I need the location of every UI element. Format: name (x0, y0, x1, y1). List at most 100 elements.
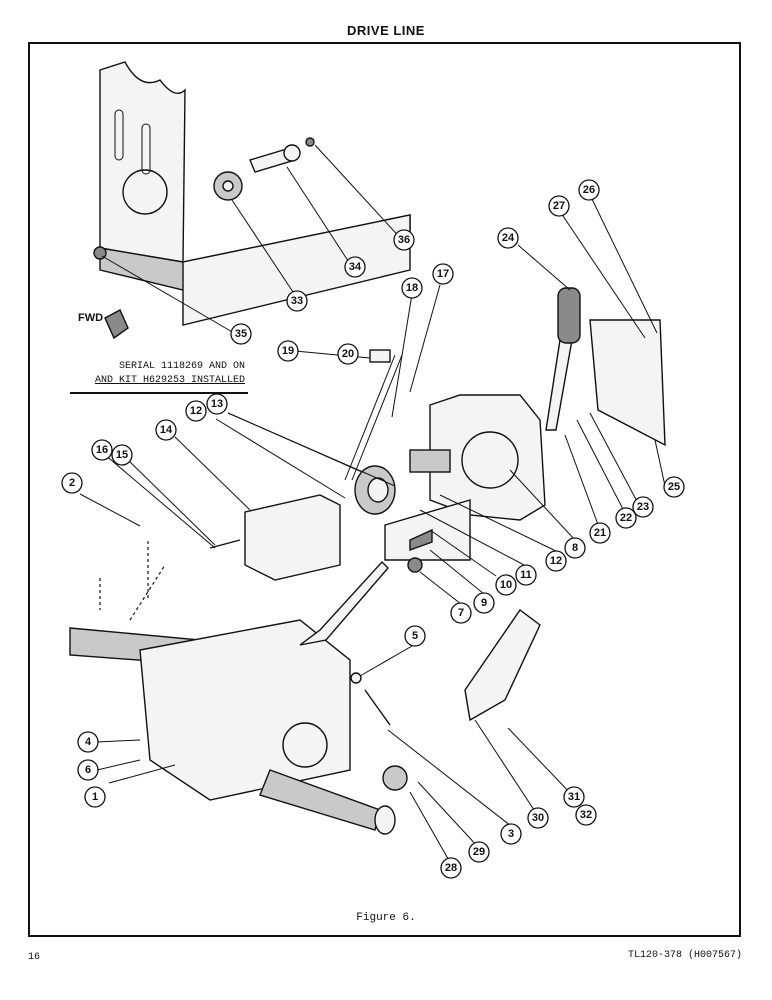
callout-34: 34 (344, 256, 366, 278)
svg-text:2: 2 (69, 477, 75, 489)
serial-note-line-1: SERIAL 1118269 AND ON (118, 361, 245, 372)
mounting-plate-illustration (93, 61, 411, 326)
svg-text:33: 33 (291, 295, 303, 307)
callout-21: 21 (589, 522, 611, 544)
document-reference: TL120-378 (H007567) (627, 950, 742, 961)
callout-15: 15 (111, 444, 133, 466)
callout-22: 22 (615, 507, 637, 529)
callout-29: 29 (468, 841, 490, 863)
callout-14: 14 (155, 419, 177, 441)
svg-text:24: 24 (502, 232, 515, 244)
callout-33: 33 (286, 290, 308, 312)
callout-30: 30 (527, 807, 549, 829)
svg-text:8: 8 (572, 542, 578, 554)
callout-28: 28 (440, 857, 462, 879)
fwd-label: FWD (78, 312, 104, 324)
svg-text:22: 22 (620, 512, 632, 524)
svg-text:9: 9 (481, 597, 487, 609)
leader-lines (79, 144, 666, 865)
callout-26: 26 (578, 179, 600, 201)
svg-text:6: 6 (85, 764, 91, 776)
figure-frame (28, 42, 741, 937)
callout-25: 25 (663, 476, 685, 498)
svg-text:7: 7 (458, 607, 464, 619)
transaxle-illustration (69, 557, 423, 835)
svg-text:18: 18 (406, 282, 418, 294)
callout-20: 20 (337, 343, 359, 365)
svg-text:19: 19 (282, 345, 294, 357)
callout-17: 17 (432, 263, 454, 285)
svg-text:12: 12 (550, 555, 562, 567)
svg-text:17: 17 (437, 268, 449, 280)
svg-text:30: 30 (532, 812, 544, 824)
drive-chain-illustration (344, 349, 403, 481)
washer-illustration (350, 672, 362, 684)
svg-text:1: 1 (92, 791, 98, 803)
svg-text:3: 3 (508, 828, 514, 840)
svg-text:23: 23 (637, 501, 649, 513)
svg-text:27: 27 (553, 200, 565, 212)
callout-31: 31 (563, 786, 585, 808)
serial-note-rule (70, 392, 248, 394)
callout-2: 2 (61, 472, 83, 494)
callout-27: 27 (548, 195, 570, 217)
fender-plate-illustration (464, 609, 541, 722)
figure-caption: Figure 6. (356, 912, 416, 924)
callout-23: 23 (632, 496, 654, 518)
callout-8: 8 (564, 537, 586, 559)
shift-lever-illustration (545, 287, 581, 431)
lower-sprocket-illustration (382, 765, 408, 791)
callout-9: 9 (473, 592, 495, 614)
callout-12: 12 (545, 550, 567, 572)
callout-18: 18 (401, 277, 423, 299)
callout-12: 12 (185, 400, 207, 422)
svg-text:29: 29 (473, 846, 485, 858)
callout-19: 19 (277, 340, 299, 362)
callout-36: 36 (393, 229, 415, 251)
svg-text:32: 32 (580, 809, 592, 821)
callout-4: 4 (77, 731, 99, 753)
svg-text:21: 21 (594, 527, 606, 539)
callout-35: 35 (230, 323, 252, 345)
svg-text:20: 20 (342, 348, 354, 360)
fwd-arrow-icon (104, 309, 129, 340)
callout-10: 10 (495, 574, 517, 596)
svg-text:13: 13 (211, 398, 223, 410)
svg-text:10: 10 (500, 579, 512, 591)
bolt-15-illustration (209, 539, 241, 549)
svg-text:14: 14 (160, 424, 173, 436)
callout-5: 5 (404, 625, 426, 647)
svg-text:15: 15 (116, 449, 128, 461)
svg-text:5: 5 (412, 630, 418, 642)
bolt-illustration (364, 689, 391, 726)
callout-7: 7 (450, 602, 472, 624)
callout-16: 16 (91, 439, 113, 461)
callout-1: 1 (84, 786, 106, 808)
serial-note: SERIAL 1118269 AND ON AND KIT H629253 IN… (70, 360, 245, 388)
page-number: 16 (28, 952, 41, 963)
linkage-dashed-lines (99, 540, 166, 621)
callout-24: 24 (497, 227, 519, 249)
upper-sprocket-illustration (213, 137, 315, 201)
shield-cover-illustration (589, 319, 666, 447)
callout-13: 13 (206, 393, 228, 415)
svg-text:11: 11 (520, 569, 532, 581)
callout-32: 32 (575, 804, 597, 826)
svg-text:28: 28 (445, 862, 457, 874)
svg-text:16: 16 (96, 444, 108, 456)
svg-text:34: 34 (349, 261, 362, 273)
svg-text:25: 25 (668, 481, 680, 493)
page-title: DRIVE LINE (347, 23, 425, 38)
gearbox-illustration (409, 394, 546, 521)
callout-11: 11 (515, 564, 537, 586)
svg-text:26: 26 (583, 184, 595, 196)
svg-text:12: 12 (190, 405, 202, 417)
callout-6: 6 (77, 759, 99, 781)
svg-text:36: 36 (398, 234, 410, 246)
svg-text:35: 35 (235, 328, 247, 340)
small-gearbox-illustration (244, 494, 341, 581)
svg-text:31: 31 (568, 791, 580, 803)
clutch-pulley-illustration (354, 465, 471, 561)
callout-3: 3 (500, 823, 522, 845)
